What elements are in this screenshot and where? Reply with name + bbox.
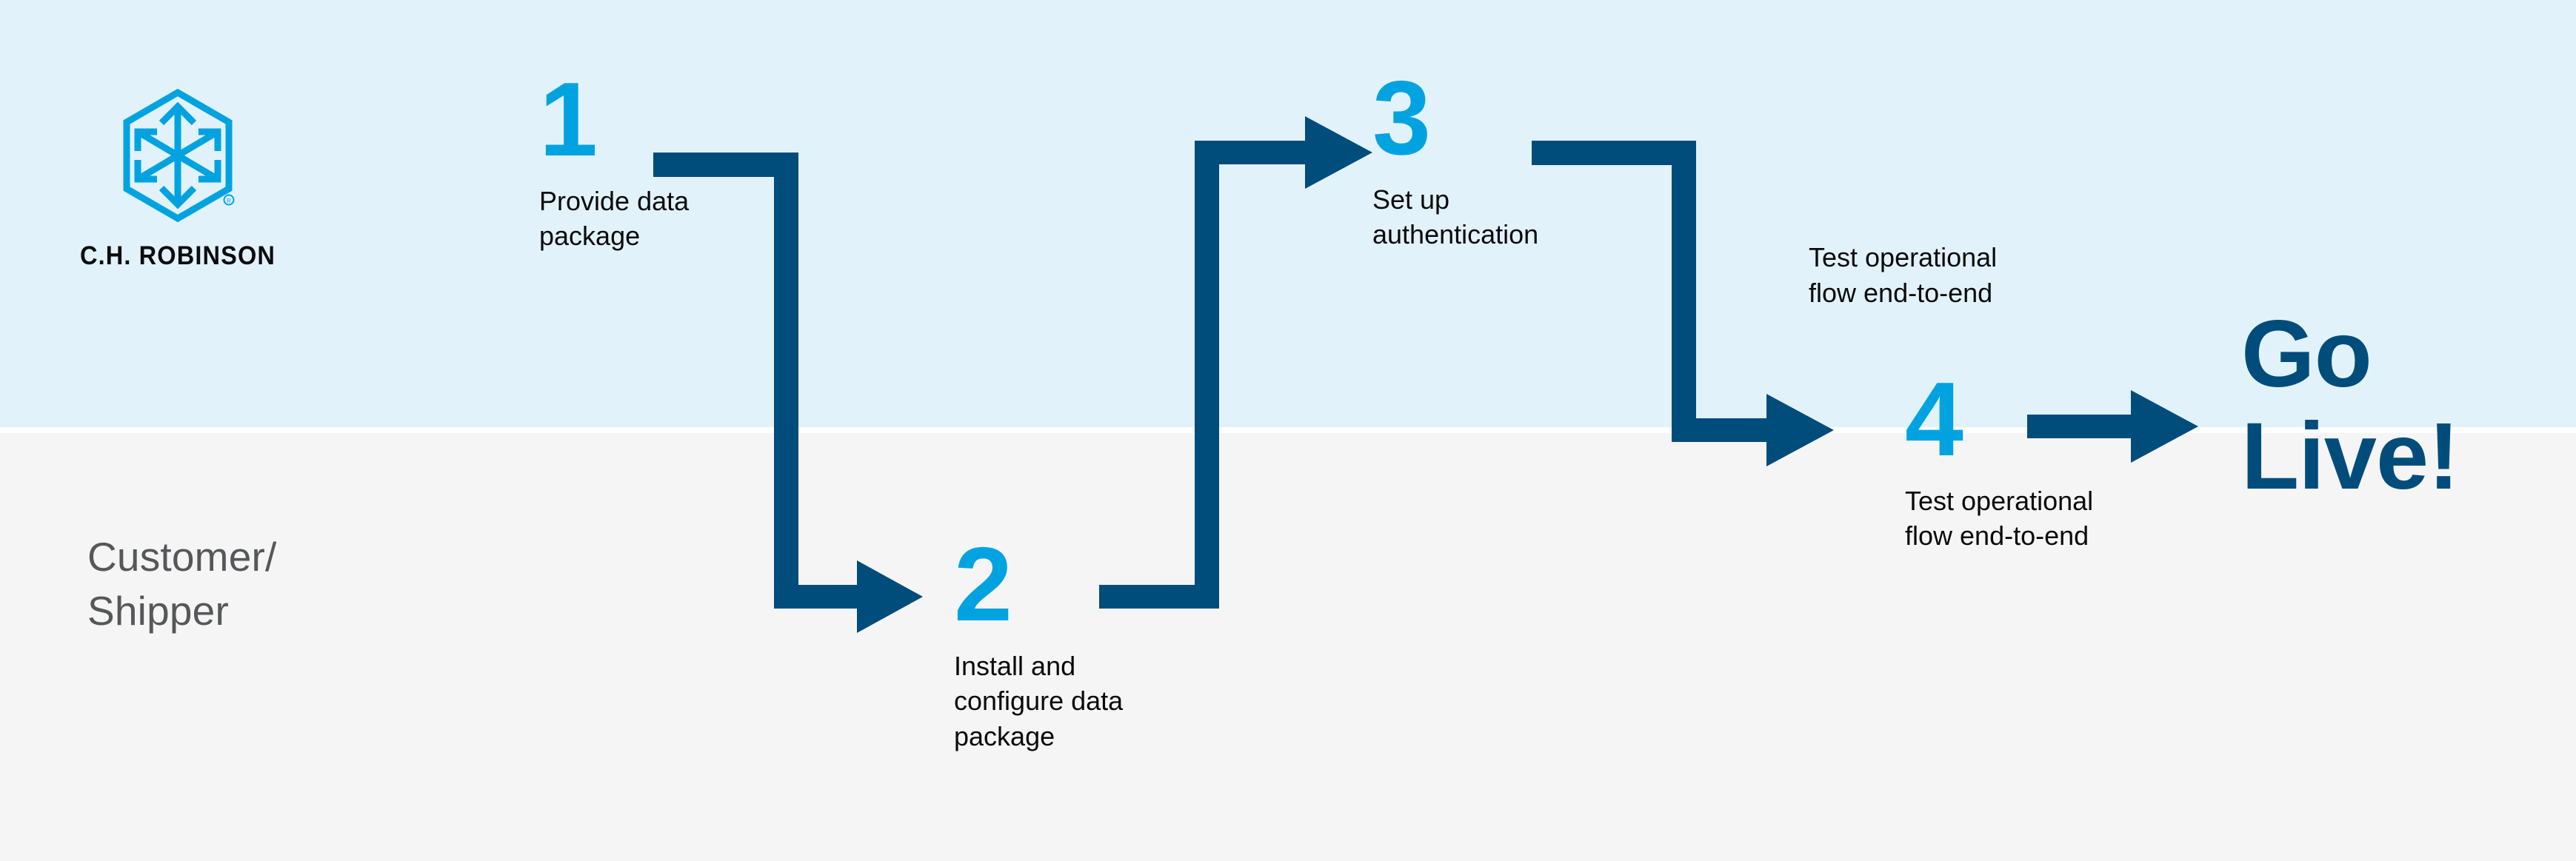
brand-wordmark: C.H. ROBINSON (79, 241, 276, 270)
hexagon-cube-arrows-icon: R (123, 89, 235, 222)
brand-logo: R C.H. ROBINSON (59, 89, 296, 271)
lane-band-customer-shipper (0, 433, 2576, 861)
lane-band-ch-robinson (0, 0, 2576, 427)
step-4-number: 4 (1905, 361, 1963, 478)
step-test-flow-upper: Test operational flow end-to-end (1809, 240, 1997, 310)
step-4: 4 Test operational flow end-to-end (1905, 361, 2094, 554)
go-live-callout: Go Live! (2241, 301, 2460, 510)
step-2-label: Install and configure data package (954, 650, 1124, 751)
step-4-label: Test operational flow end-to-end (1905, 485, 2094, 552)
step-2: 2 Install and configure data package (954, 526, 1124, 754)
step-2-number: 2 (954, 526, 1012, 643)
step-1-label: Provide data package (539, 185, 690, 252)
step-test-flow-upper-label: Test operational flow end-to-end (1809, 242, 1998, 308)
step-1-number: 1 (539, 61, 598, 178)
step-1: 1 Provide data package (539, 61, 690, 254)
step-3-number: 3 (1372, 59, 1431, 177)
step-3: 3 Set up authentication (1372, 59, 1539, 252)
registered-trademark-icon: R (223, 194, 235, 206)
lane-label-customer-shipper: Customer/ Shipper (87, 534, 277, 634)
step-3-label: Set up authentication (1372, 184, 1539, 250)
svg-text:R: R (227, 198, 231, 204)
